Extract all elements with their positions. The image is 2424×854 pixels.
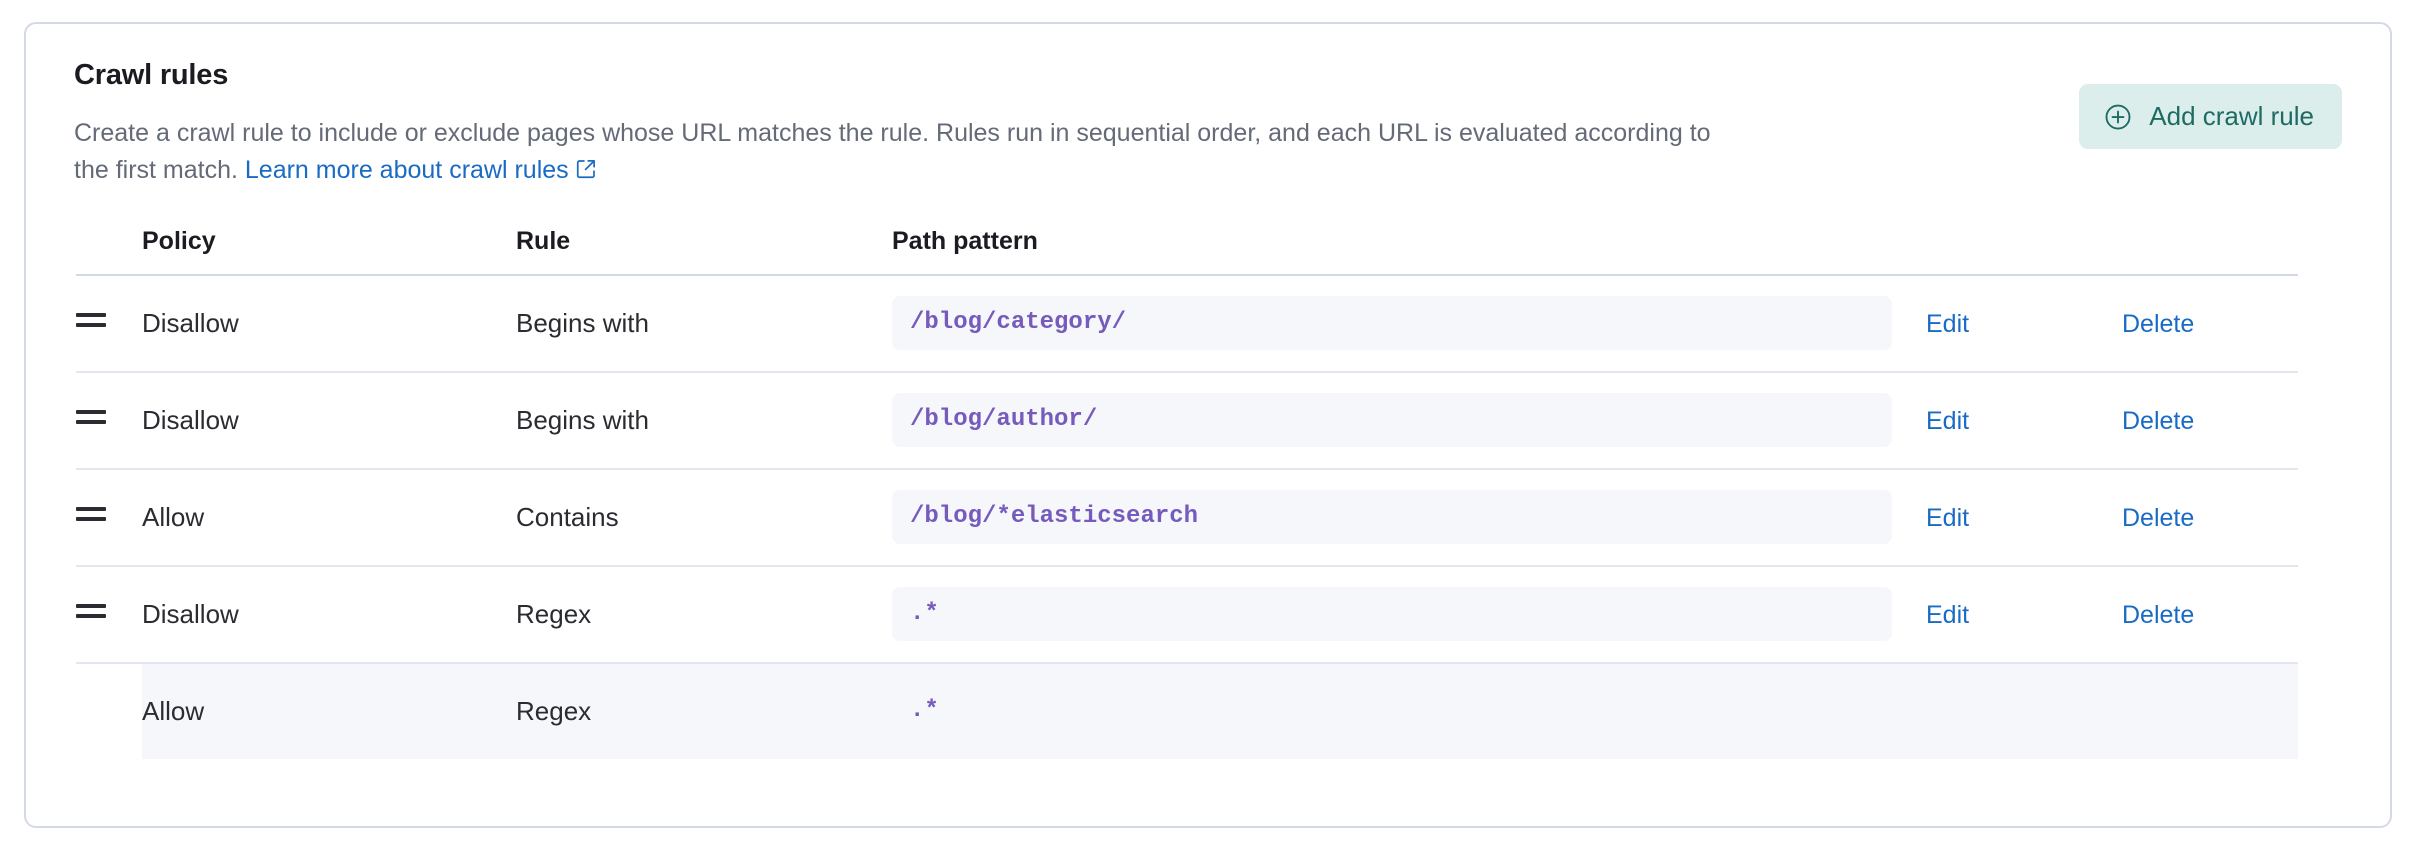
add-crawl-rule-label: Add crawl rule: [2149, 101, 2314, 131]
learn-more-label: Learn more about crawl rules: [244, 155, 569, 184]
card-description: Create a crawl rule to include or exclud…: [74, 115, 1734, 191]
delete-link[interactable]: Delete: [2122, 503, 2195, 532]
table-row: Disallow Begins with /blog/category/ Edi…: [76, 274, 2298, 373]
drag-handle-cell[interactable]: [76, 468, 142, 567]
drag-handle-icon[interactable]: [76, 307, 106, 333]
delete-link[interactable]: Delete: [2122, 309, 2195, 338]
column-header-delete: [2122, 226, 2298, 276]
cell-delete: Delete: [2122, 565, 2298, 664]
drag-handle-icon[interactable]: [76, 404, 106, 430]
plus-in-circle-icon: [2103, 102, 2133, 132]
learn-more-link[interactable]: Learn more about crawl rules: [245, 156, 597, 184]
cell-policy: Disallow: [142, 274, 516, 373]
cell-edit-empty: [1926, 662, 2122, 759]
drag-handle-cell[interactable]: [76, 371, 142, 470]
cell-edit: Edit: [1926, 565, 2122, 664]
cell-policy: Disallow: [142, 565, 516, 664]
cell-policy: Allow: [142, 468, 516, 567]
cell-delete: Delete: [2122, 468, 2298, 567]
column-header-path-pattern: Path pattern: [892, 226, 1926, 276]
path-pattern-code: .*: [892, 587, 1892, 642]
column-header-policy: Policy: [142, 226, 516, 276]
cell-path-pattern: .*: [892, 565, 1926, 664]
cell-delete: Delete: [2122, 371, 2298, 470]
add-crawl-rule-button[interactable]: Add crawl rule: [2079, 84, 2342, 149]
table-row: Disallow Begins with /blog/author/ Edit …: [76, 371, 2298, 470]
cell-path-pattern: .*: [892, 662, 1926, 759]
card-header: Crawl rules Create a crawl rule to inclu…: [74, 58, 2342, 191]
cell-rule: Regex: [516, 662, 892, 759]
cell-path-pattern: /blog/category/: [892, 274, 1926, 373]
table-head: Policy Rule Path pattern: [76, 226, 2298, 276]
cell-path-pattern: /blog/author/: [892, 371, 1926, 470]
header-text-block: Crawl rules Create a crawl rule to inclu…: [74, 58, 1734, 191]
path-pattern-code: /blog/*elasticsearch: [892, 490, 1892, 545]
table-body: Disallow Begins with /blog/category/ Edi…: [76, 274, 2298, 759]
crawl-rules-card: Crawl rules Create a crawl rule to inclu…: [24, 22, 2392, 828]
description-text: Create a crawl rule to include or exclud…: [74, 118, 1711, 184]
cell-delete-empty: [2122, 662, 2298, 759]
edit-link[interactable]: Edit: [1926, 309, 1970, 338]
edit-link[interactable]: Edit: [1926, 503, 1970, 532]
cell-policy: Allow: [142, 662, 516, 759]
table-row-default: Allow Regex .*: [76, 662, 2298, 759]
table-row: Disallow Regex .* Edit Delete: [76, 565, 2298, 664]
delete-link[interactable]: Delete: [2122, 406, 2195, 435]
delete-link[interactable]: Delete: [2122, 600, 2195, 629]
cell-rule: Begins with: [516, 274, 892, 373]
path-pattern-code: /blog/author/: [892, 393, 1892, 448]
cell-edit: Edit: [1926, 274, 2122, 373]
edit-link[interactable]: Edit: [1926, 600, 1970, 629]
path-pattern-code: .*: [910, 697, 939, 725]
column-header-handle: [76, 226, 142, 276]
page-title: Crawl rules: [74, 59, 229, 91]
cell-edit: Edit: [1926, 468, 2122, 567]
cell-delete: Delete: [2122, 274, 2298, 373]
cell-rule: Contains: [516, 468, 892, 567]
external-link-icon: [575, 154, 597, 191]
cell-rule: Regex: [516, 565, 892, 664]
edit-link[interactable]: Edit: [1926, 406, 1970, 435]
drag-handle-cell-empty: [76, 663, 142, 759]
cell-edit: Edit: [1926, 371, 2122, 470]
drag-handle-icon[interactable]: [76, 501, 106, 527]
column-header-rule: Rule: [516, 226, 892, 276]
drag-handle-cell[interactable]: [76, 274, 142, 373]
cell-path-pattern: /blog/*elasticsearch: [892, 468, 1926, 567]
column-header-edit: [1926, 226, 2122, 276]
table-header-row: Policy Rule Path pattern: [76, 226, 2298, 276]
crawl-rules-table: Policy Rule Path pattern Disallow Begins…: [76, 226, 2298, 759]
cell-policy: Disallow: [142, 371, 516, 470]
table-row: Allow Contains /blog/*elasticsearch Edit…: [76, 468, 2298, 567]
cell-rule: Begins with: [516, 371, 892, 470]
path-pattern-code: /blog/category/: [892, 296, 1892, 351]
drag-handle-icon[interactable]: [76, 598, 106, 624]
drag-handle-cell[interactable]: [76, 565, 142, 664]
